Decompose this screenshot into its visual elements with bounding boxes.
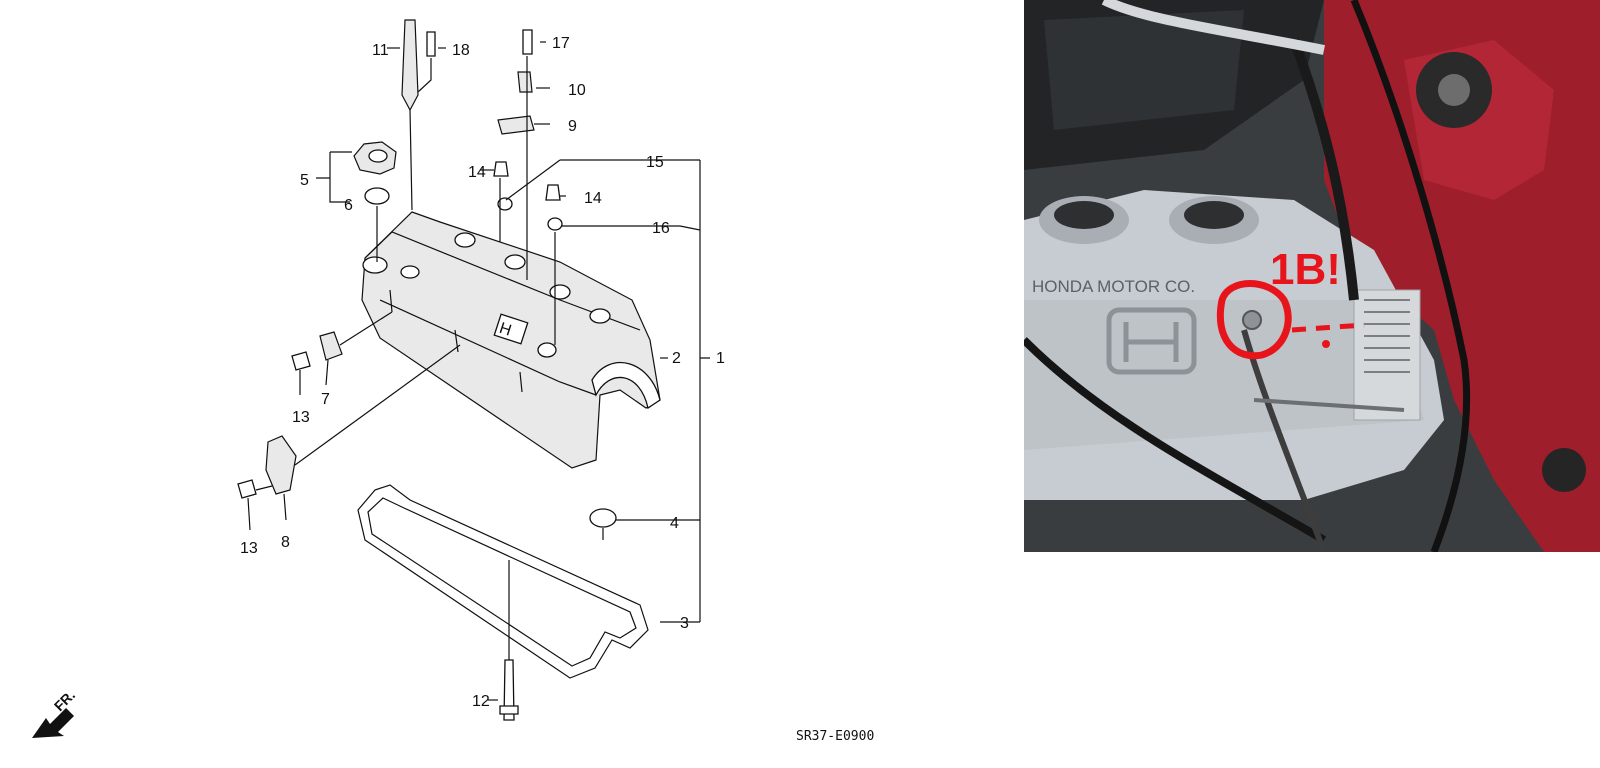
- callout-13-upper: 13: [292, 409, 310, 426]
- bolt-13-lower: [237, 479, 257, 499]
- valve-cover: H: [361, 211, 661, 469]
- callout-14-right: 14: [584, 190, 602, 207]
- callout-5: 5: [300, 172, 309, 189]
- cover-embossed-text: HONDA MOTOR CO.: [1032, 277, 1195, 296]
- callout-7: 7: [321, 391, 330, 408]
- diagram-code: SR37-E0900: [796, 729, 874, 744]
- callout-17: 17: [552, 35, 570, 52]
- front-direction-arrow: FR.: [32, 687, 78, 738]
- red-annotation: 1B!: [1216, 245, 1365, 360]
- callout-6: 6: [344, 197, 353, 214]
- clip-10: [517, 71, 533, 93]
- engine-bay-photo: HONDA MOTOR CO. 1B!: [1024, 0, 1600, 552]
- callout-10: 10: [568, 82, 586, 99]
- label-plate: [1353, 289, 1421, 421]
- svg-text:H: H: [497, 320, 513, 340]
- callout-9: 9: [568, 118, 577, 135]
- nut-14-right: [545, 184, 561, 201]
- valve-cover-gasket: [357, 484, 649, 679]
- harness-bracket: [401, 19, 419, 112]
- washer-right: [547, 217, 563, 231]
- bracket-8: [265, 435, 297, 495]
- bolt-18: [426, 31, 436, 57]
- callout-12: 12: [472, 693, 490, 710]
- callout-15: 15: [646, 154, 664, 171]
- callout-11: 11: [372, 42, 389, 59]
- front-label: FR.: [51, 687, 78, 714]
- cap-seal: [364, 187, 390, 205]
- callout-18: 18: [452, 42, 470, 59]
- bolt-17: [522, 29, 533, 55]
- washer-left: [497, 197, 513, 211]
- callout-4: 4: [670, 515, 679, 532]
- grommet-part: [589, 508, 617, 528]
- oil-filler-cap: [353, 141, 397, 175]
- clamp-9: [497, 115, 535, 135]
- bolt-13-upper: [291, 351, 311, 371]
- callout-14-left: 14: [468, 164, 486, 181]
- callout-13-lower: 13: [240, 540, 258, 557]
- breather-fitting: [1242, 310, 1262, 330]
- callout-3: 3: [680, 615, 689, 632]
- callout-2: 2: [672, 350, 681, 367]
- stud-12: [503, 659, 515, 721]
- honda-logo: [1106, 307, 1197, 375]
- bracket-7: [319, 331, 343, 361]
- nut-14-left: [493, 161, 509, 177]
- callout-8: 8: [281, 534, 290, 551]
- leader-lines: [247, 41, 710, 701]
- callout-16: 16: [652, 220, 670, 237]
- callout-1: 1: [716, 350, 725, 367]
- annotation-text: 1B!: [1270, 245, 1341, 294]
- exploded-parts-diagram: H: [32, 19, 874, 744]
